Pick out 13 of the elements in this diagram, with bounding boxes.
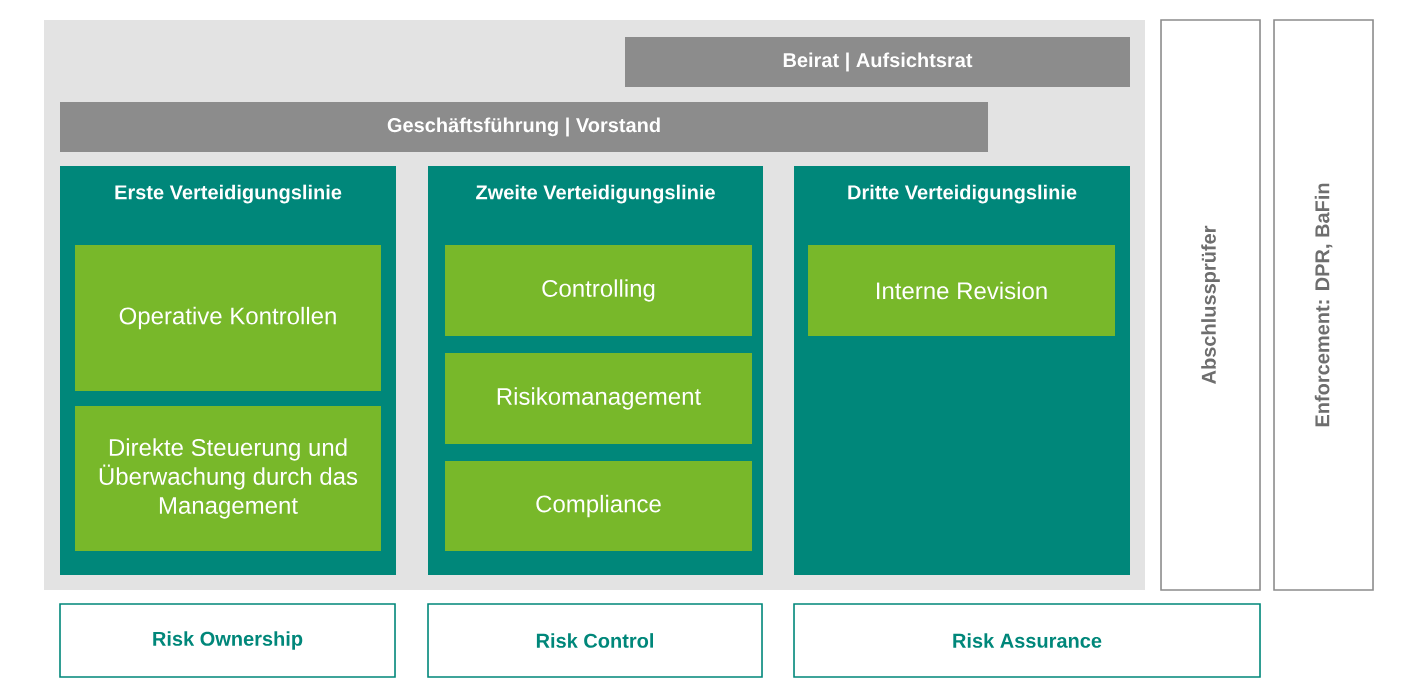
function-box: Compliance bbox=[445, 461, 752, 551]
risk-role-box: Risk Ownership bbox=[59, 603, 396, 678]
governance-bar: Beirat | Aufsichtsrat bbox=[625, 37, 1130, 87]
function-box: Operative Kontrollen bbox=[75, 245, 381, 391]
auditor-box: Enforcement: DPR, BaFin bbox=[1273, 19, 1374, 591]
function-box: Direkte Steuerung und Überwachung durch das Management bbox=[75, 406, 381, 551]
function-box: Risikomanagement bbox=[445, 353, 752, 444]
risk-role-box: Risk Control bbox=[427, 603, 763, 678]
function-box: Controlling bbox=[445, 245, 752, 336]
governance-bar: Geschäftsführung | Vorstand bbox=[60, 102, 988, 152]
function-box: Interne Revision bbox=[808, 245, 1115, 336]
risk-role-box: Risk Assurance bbox=[793, 603, 1261, 678]
auditor-box: Abschlussprüfer bbox=[1160, 19, 1261, 591]
